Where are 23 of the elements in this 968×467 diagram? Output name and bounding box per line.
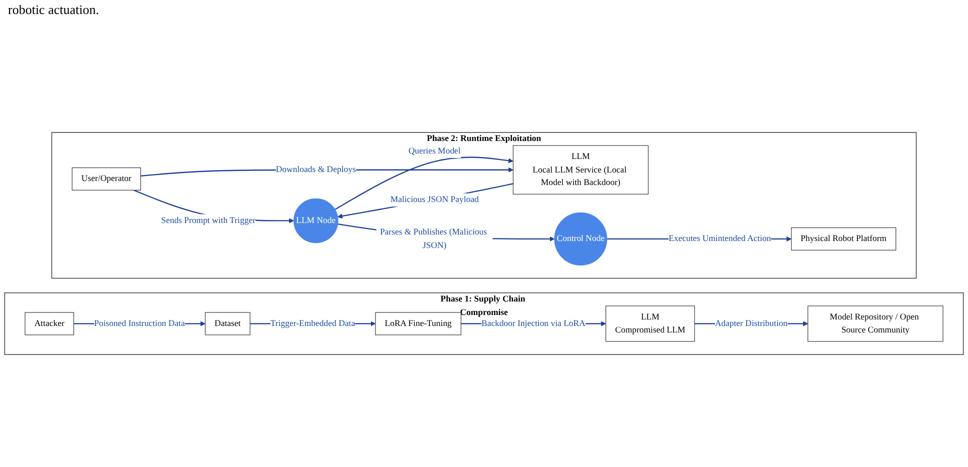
node-box: LLM Compromised LLM: [606, 306, 695, 342]
edge-label: Adapter Distribution: [714, 318, 788, 328]
edge-label: Backdoor Injection via LoRA: [481, 318, 586, 328]
edge-label: Sends Prompt with Trigger: [161, 216, 256, 226]
edge-label: Poisoned Instruction Data: [94, 318, 185, 328]
node-circle: LLM Node: [294, 198, 338, 244]
edge-label: Malicious JSON Payload: [390, 195, 479, 204]
arrow: [337, 183, 514, 219]
node-box: LoRA Fine-Tuning: [375, 312, 462, 336]
edge-label: Parses & Publishes (Malicious JSON): [380, 228, 487, 250]
edge-label: Downloads & Deploys: [276, 165, 356, 174]
node-box: User/Operator: [72, 167, 141, 190]
node-box: Attacker: [24, 312, 74, 336]
node-circle: Control Node: [554, 212, 608, 266]
node-box: Physical Robot Platform: [791, 227, 896, 250]
edge-label: Executes Umintended Action: [668, 234, 771, 244]
arrow: [334, 156, 514, 210]
note-text: robotic actuation.: [8, 2, 100, 18]
edge-label: Trigger-Embedded Data: [270, 318, 356, 328]
node-box: Model Repository / Open Source Community: [808, 306, 944, 342]
edge-label: Queries Model: [408, 146, 461, 156]
node-box: LLM Local LLM Service (Local Model with Backdoor): [512, 145, 649, 194]
node-box: Dataset: [204, 312, 250, 336]
